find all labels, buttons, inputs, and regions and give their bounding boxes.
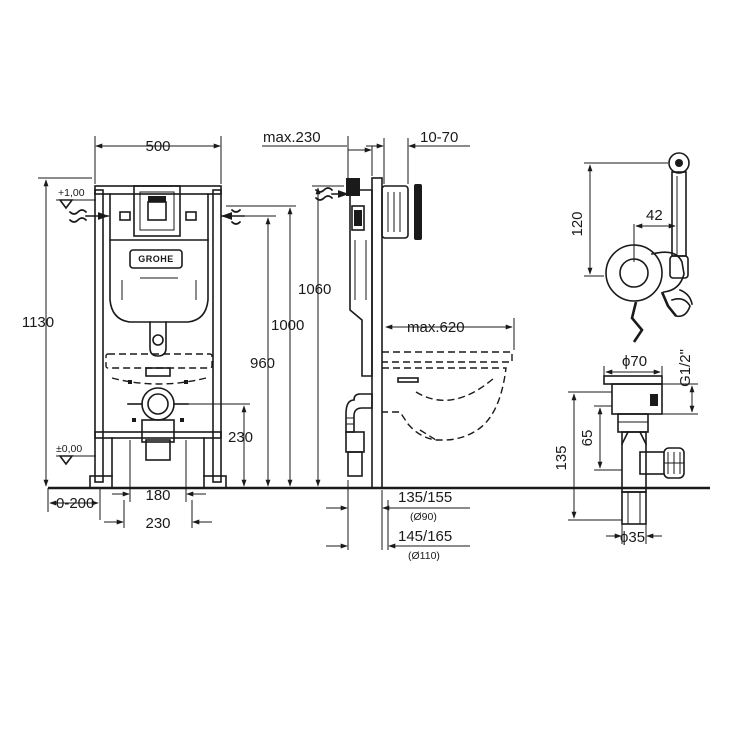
dim-height-1130: 1130	[22, 314, 54, 331]
dim-height-1060: 1060	[298, 281, 331, 298]
side-cistern	[349, 189, 373, 377]
flush-opening	[133, 185, 181, 237]
dim-height-230: 230	[228, 429, 253, 446]
dim-outlet-dia-110: (Ø110)	[408, 550, 440, 562]
frame-top-rail	[94, 185, 222, 195]
front-view: GROHE +1,00 ±0,00	[22, 136, 304, 532]
level-floor-marker	[58, 455, 74, 466]
side-view: max.230 10-70 1060 max.620 135/155	[262, 129, 515, 562]
side-waste-pipe	[345, 393, 373, 433]
dim-thread-g12: G1/2"	[677, 349, 694, 387]
dim-diameter-70: ϕ70	[622, 353, 647, 370]
flush-plate	[381, 185, 409, 239]
frame-left-foot	[89, 475, 113, 489]
valve-detail-top: 120 42	[569, 152, 693, 343]
waste-outlet	[141, 387, 175, 421]
dim-diameter-35: ϕ35	[620, 529, 645, 546]
dim-width-42: 42	[646, 207, 663, 224]
dim-width-500: 500	[145, 138, 170, 155]
dim-outlet-135-155: 135/155	[398, 489, 452, 506]
grohe-logo-box	[129, 249, 183, 269]
dim-max-230: max.230	[263, 129, 321, 146]
frame-right-foot	[203, 475, 227, 489]
dim-height-120: 120	[569, 211, 586, 236]
grohe-logo: GROHE	[138, 254, 174, 264]
level-top-label: +1,00	[58, 187, 85, 199]
cistern-body	[109, 193, 209, 323]
level-floor-label: ±0,00	[56, 443, 82, 455]
dim-outlet-dia-90: (Ø90)	[410, 511, 437, 523]
valve-stem	[621, 431, 647, 493]
valve-detail-bottom: ϕ70 G1/2" 65 135 ϕ35	[553, 349, 698, 546]
dim-height-65: 65	[579, 430, 596, 447]
valve-flange	[603, 375, 663, 385]
bowl-dashed-outline	[382, 351, 513, 441]
dim-height-135: 135	[553, 445, 570, 470]
dim-spacing-230: 230	[145, 515, 170, 532]
valve-hoses	[630, 288, 693, 343]
dim-offset-0-200: 0-200	[56, 495, 94, 512]
dim-plate-10-70: 10-70	[420, 129, 458, 146]
frame-left-post	[94, 189, 104, 483]
dim-spacing-180: 180	[145, 487, 170, 504]
flush-pipe	[149, 321, 167, 357]
dim-height-960: 960	[250, 355, 275, 372]
frame-right-post	[212, 189, 222, 483]
dim-max-620: max.620	[407, 319, 465, 336]
side-frame-post	[371, 177, 383, 489]
frame-crossbar	[94, 431, 222, 439]
level-top-marker	[58, 199, 74, 210]
dim-outlet-145-165: 145/165	[398, 528, 452, 545]
dim-height-1000: 1000	[271, 317, 304, 334]
